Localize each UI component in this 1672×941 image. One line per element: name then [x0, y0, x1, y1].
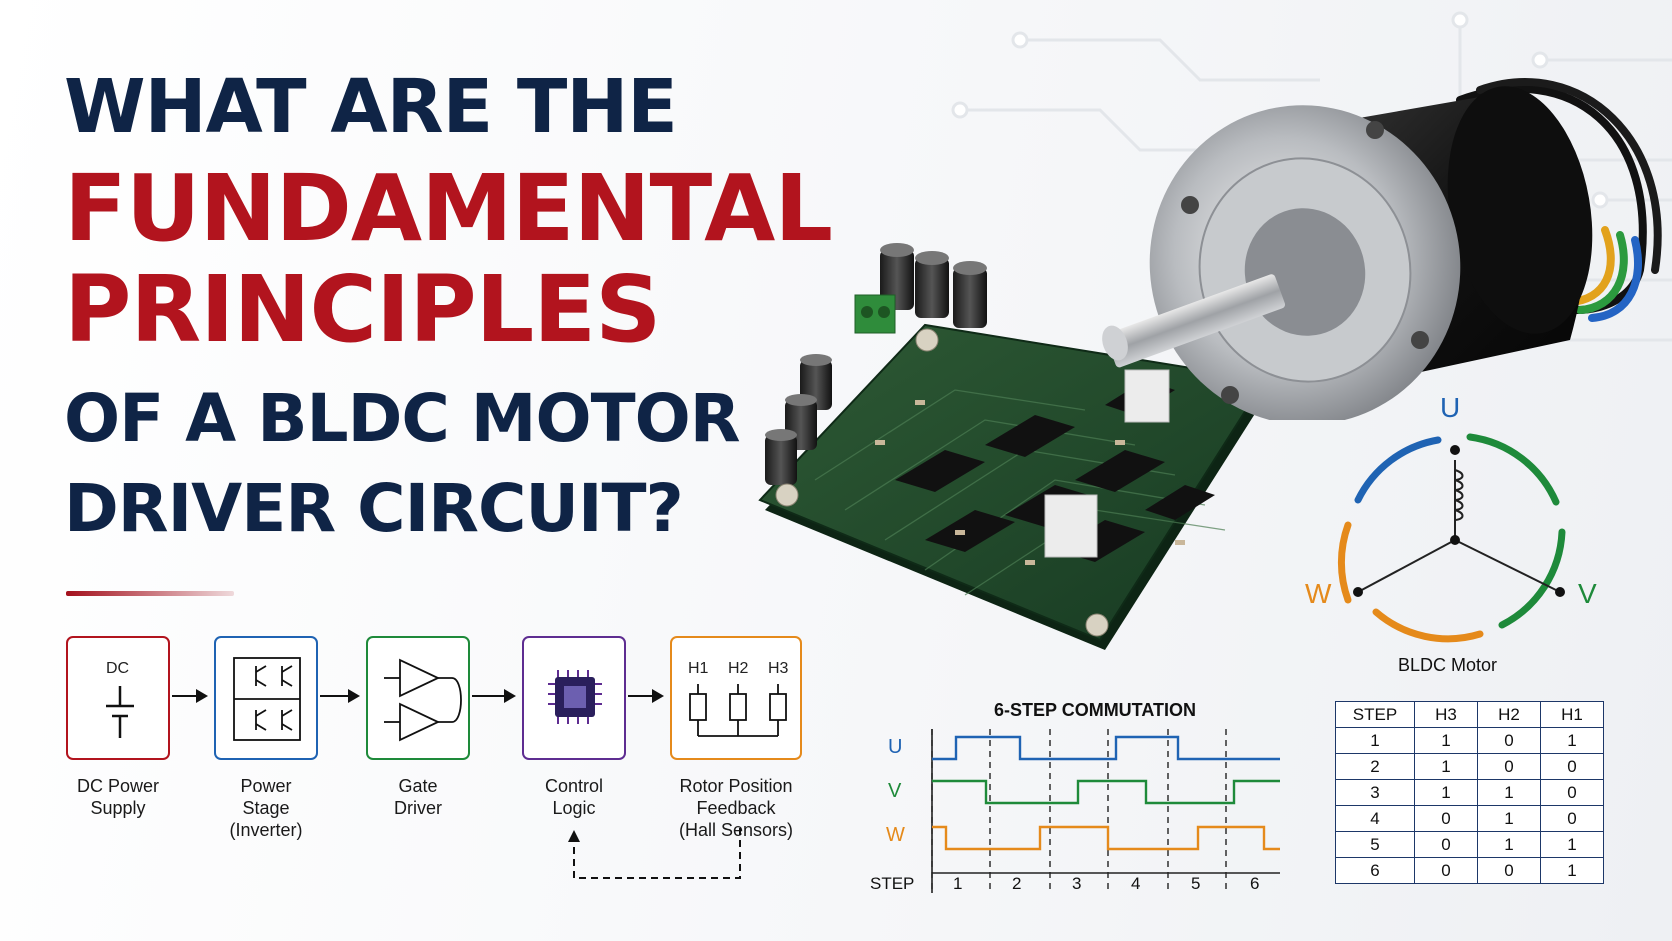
hall-sensor-icon — [689, 684, 787, 737]
table-cell: 1 — [1540, 857, 1604, 884]
table-header-row: STEP H3 H2 H1 — [1335, 701, 1604, 728]
arrow-gate-driver-to-control — [472, 689, 516, 703]
table-cell: 1 — [1335, 727, 1415, 754]
table-row: 1 1 0 1 — [1335, 727, 1604, 754]
block-control-logic — [522, 636, 626, 760]
title-line-2: FUNDAMENTAL — [64, 155, 833, 262]
table-cell: 0 — [1540, 779, 1604, 806]
table-cell: 1 — [1414, 753, 1478, 780]
coil-label-w: W — [1305, 578, 1332, 609]
arrow-control-to-feedback — [628, 689, 664, 703]
bldc-motor-image — [1102, 78, 1662, 420]
step-number-4: 4 — [1131, 874, 1141, 893]
table-cell: 0 — [1477, 727, 1541, 754]
hall-label-h2: H2 — [728, 660, 749, 677]
table-cell: 6 — [1335, 857, 1415, 884]
table-cell: 0 — [1540, 805, 1604, 832]
commutation-waveforms — [931, 729, 1280, 893]
coil-label-v: V — [1578, 578, 1597, 609]
block-gate-driver — [366, 636, 470, 760]
table-cell: 0 — [1540, 753, 1604, 780]
block-dc-power-supply: DC — [66, 636, 170, 760]
phase-label-w: W — [886, 824, 905, 846]
table-row: 5 0 1 1 — [1335, 831, 1604, 858]
table-cell: 0 — [1414, 805, 1478, 832]
phase-label-u: U — [888, 736, 903, 758]
bldc-winding-diagram — [1337, 433, 1566, 643]
title-divider — [66, 591, 234, 596]
table-cell: 1 — [1540, 727, 1604, 754]
caption-control-logic: Control Logic — [544, 776, 604, 818]
hall-label-h1: H1 — [688, 660, 709, 677]
step-number-5: 5 — [1191, 874, 1201, 893]
arrow-dc-to-power-stage — [172, 689, 208, 703]
caption-power-stage: Power Stage (Inverter) — [229, 776, 303, 840]
hall-label-h3: H3 — [768, 660, 789, 677]
title-line-5: DRIVER CIRCUIT? — [64, 470, 684, 547]
step-number-3: 3 — [1072, 874, 1082, 893]
feedback-loop-arrow — [568, 828, 741, 879]
table-cell: 0 — [1414, 857, 1478, 884]
caption-gate-driver: Gate Driver — [394, 776, 442, 818]
table-row: 3 1 1 0 — [1335, 779, 1604, 806]
table-row: 2 1 0 0 — [1335, 753, 1604, 780]
table-cell: 0 — [1477, 753, 1541, 780]
header-h2: H2 — [1477, 701, 1541, 728]
hall-sensor-table: STEP H3 H2 H1 1 1 0 1 2 1 0 0 3 1 1 — [1335, 701, 1604, 884]
header-h1: H1 — [1540, 701, 1604, 728]
header-h3: H3 — [1414, 701, 1478, 728]
table-cell: 3 — [1335, 779, 1415, 806]
table-row: 6 0 0 1 — [1335, 857, 1604, 884]
microchip-icon — [548, 670, 602, 724]
table-cell: 4 — [1335, 805, 1415, 832]
title-line-4: OF A BLDC MOTOR — [64, 380, 741, 457]
table-cell: 1 — [1477, 779, 1541, 806]
step-axis-label: STEP — [870, 874, 915, 893]
table-cell: 1 — [1414, 727, 1478, 754]
coil-label-u: U — [1440, 392, 1461, 423]
caption-dc-power-supply: DC Power Supply — [76, 776, 160, 818]
bldc-motor-label: BLDC Motor — [1398, 655, 1498, 675]
title-line-3: PRINCIPLES — [64, 256, 661, 363]
step-number-6: 6 — [1250, 874, 1260, 893]
table-cell: 0 — [1477, 857, 1541, 884]
title-line-1: WHAT ARE THE — [64, 64, 678, 150]
table-cell: 1 — [1540, 831, 1604, 858]
step-number-1: 1 — [953, 874, 963, 893]
header-step: STEP — [1335, 701, 1415, 728]
arrow-power-stage-to-gate-driver — [320, 689, 360, 703]
block-power-stage — [214, 636, 318, 760]
battery-icon — [106, 686, 134, 738]
table-cell: 1 — [1477, 831, 1541, 858]
block-rotor-position-feedback: H1 H2 H3 — [670, 636, 802, 760]
table-cell: 2 — [1335, 753, 1415, 780]
pcb-board-image — [758, 243, 1270, 650]
step-number-2: 2 — [1012, 874, 1022, 893]
amplifier-icon — [384, 658, 462, 742]
caption-rotor-position-feedback: Rotor Position Feedback (Hall Sensors) — [678, 776, 794, 840]
transistor-bridge-icon — [233, 657, 301, 741]
table-cell: 1 — [1477, 805, 1541, 832]
table-cell: 0 — [1414, 831, 1478, 858]
table-cell: 1 — [1414, 779, 1478, 806]
table-cell: 5 — [1335, 831, 1415, 858]
table-row: 4 0 1 0 — [1335, 805, 1604, 832]
commutation-title: 6-STEP COMMUTATION — [994, 700, 1196, 720]
phase-label-v: V — [888, 780, 902, 802]
dc-label: DC — [106, 660, 130, 677]
